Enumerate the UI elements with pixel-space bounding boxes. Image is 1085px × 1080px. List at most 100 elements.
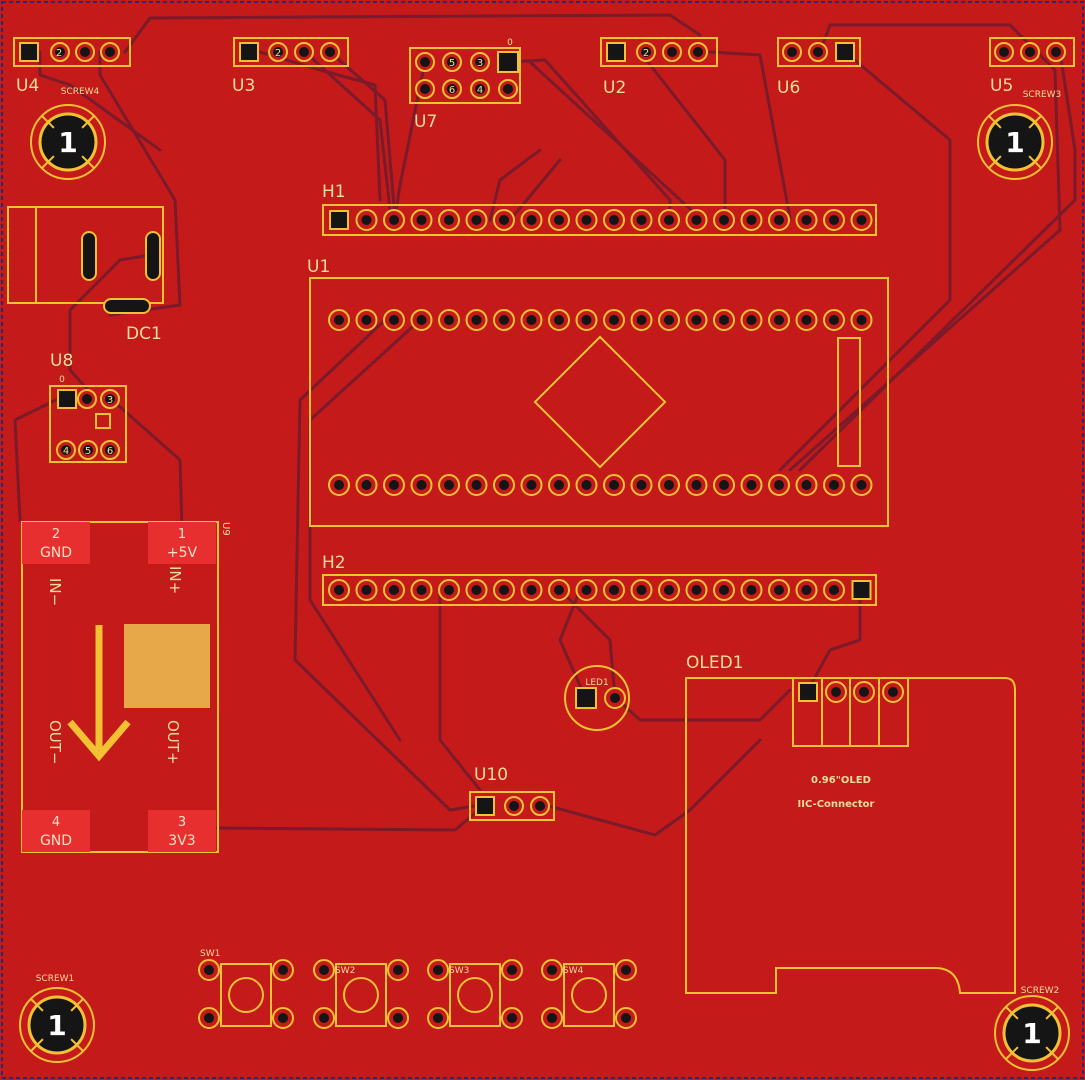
round-pad (713, 474, 735, 496)
antenna-area (837, 337, 861, 467)
trace (68, 253, 152, 400)
round-pad (713, 579, 735, 601)
label-in-minus: IN− (46, 578, 64, 606)
dc-jack (7, 206, 164, 314)
round-pad (328, 474, 350, 496)
round-pad (603, 309, 625, 331)
round-pad (795, 474, 818, 496)
mcu-chip (533, 335, 667, 469)
label-u1: U1 (307, 257, 330, 277)
label-screw4: SCREW4 (61, 87, 100, 97)
round-pad (823, 209, 845, 231)
oled-label-line1: 0.96"OLED (811, 775, 871, 786)
round-pad (438, 579, 460, 601)
round-pad (603, 209, 625, 231)
connector-u10 (469, 791, 555, 821)
round-pad (328, 309, 350, 331)
round-pad (410, 309, 433, 331)
screw4 (30, 104, 106, 180)
pin-number: 2 (643, 48, 649, 59)
round-pad (520, 209, 543, 231)
round-pad (313, 959, 335, 981)
round-pad (768, 579, 790, 601)
round-pad (630, 474, 653, 496)
trace (506, 58, 672, 220)
trace (543, 738, 762, 837)
round-pad (198, 959, 220, 981)
round-pad (520, 309, 543, 331)
trace (438, 588, 482, 792)
round-pad (615, 1007, 637, 1029)
round-pad (501, 1007, 523, 1029)
header-h2 (322, 574, 877, 606)
pin-number: 2 (56, 48, 62, 59)
label-oled1: OLED1 (686, 653, 744, 673)
trace (788, 23, 1062, 472)
round-pad (658, 209, 680, 231)
round-pad (272, 959, 294, 981)
round-pad (465, 474, 488, 496)
round-pad (740, 309, 763, 331)
round-pad (713, 309, 735, 331)
round-pad (575, 579, 598, 601)
pin-number: 4 (477, 85, 483, 96)
oled-connector (792, 677, 909, 747)
screw1 (19, 987, 95, 1063)
pin-number: 0 (507, 38, 513, 48)
round-pad (541, 1007, 563, 1029)
label-u2: U2 (603, 78, 626, 98)
trace (13, 396, 62, 522)
label-sw1: SW1 (200, 949, 220, 959)
label-u5: U5 (990, 76, 1013, 96)
round-pad (328, 579, 350, 601)
round-pad (355, 474, 378, 496)
round-pad (548, 209, 570, 231)
trace (293, 318, 482, 812)
round-pad (313, 1007, 335, 1029)
round-pad (383, 474, 405, 496)
round-pad (548, 474, 570, 496)
pad-number: 1 (178, 527, 186, 542)
pad-number: 4 (52, 815, 60, 830)
label-in-plus: IN+ (166, 566, 184, 594)
round-pad (740, 579, 763, 601)
round-pad (850, 474, 873, 496)
trace (258, 50, 382, 202)
round-pad (501, 959, 523, 981)
label-led1: LED1 (585, 678, 608, 688)
pin-number: 5 (85, 446, 91, 457)
pin-number: 3 (477, 58, 483, 69)
round-pad (493, 474, 515, 496)
trace (558, 588, 617, 699)
round-pad (465, 309, 488, 331)
pad-name: 3V3 (168, 833, 195, 849)
pad-name: +5V (167, 545, 198, 561)
pin-number: 0 (59, 375, 65, 385)
label-sw4: SW4 (563, 966, 584, 976)
label-out-minus: OUT− (46, 720, 64, 765)
trace (213, 803, 487, 832)
connector-u5 (989, 37, 1075, 67)
pin-number: 6 (449, 85, 455, 96)
heatpad (124, 624, 210, 708)
round-pad (658, 474, 680, 496)
push-button (313, 959, 409, 1029)
led1 (564, 665, 630, 731)
round-pad (850, 209, 873, 231)
round-pad (630, 209, 653, 231)
label-h1: H1 (322, 182, 346, 202)
label-u6: U6 (777, 78, 800, 98)
round-pad (493, 309, 515, 331)
label-screw1: SCREW1 (36, 974, 75, 984)
screw-pad-number: 1 (47, 1009, 66, 1042)
round-pad (575, 309, 598, 331)
label-sw3: SW3 (449, 966, 469, 976)
label-u8: U8 (50, 351, 73, 371)
round-pad (438, 309, 460, 331)
round-pad (383, 209, 405, 231)
round-pad (355, 209, 378, 231)
traces (13, 13, 1077, 837)
round-pad (685, 474, 708, 496)
trace (308, 318, 422, 742)
label-dc1: DC1 (126, 324, 162, 344)
